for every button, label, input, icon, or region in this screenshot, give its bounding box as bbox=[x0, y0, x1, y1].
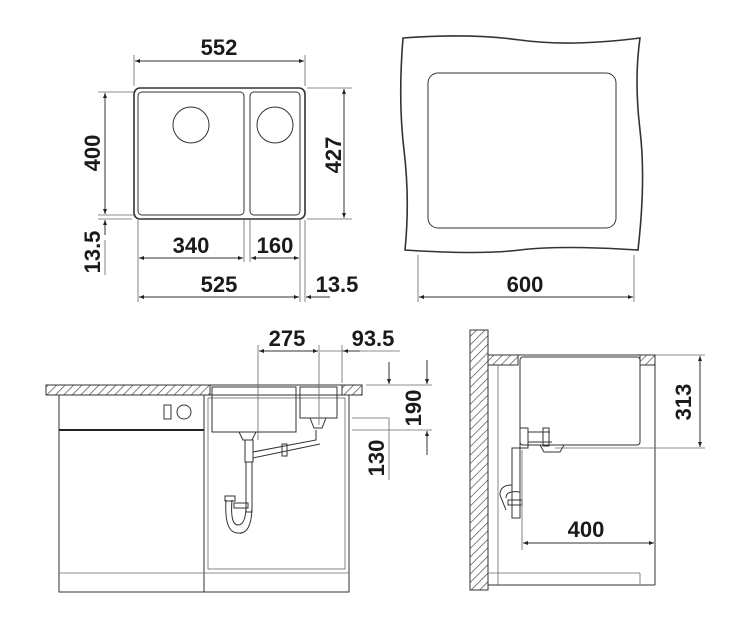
dim-main-drain-offset: 275 bbox=[269, 326, 306, 351]
dim-bowl-depth: 400 bbox=[80, 135, 105, 172]
dim-second-bowl-height: 130 bbox=[364, 440, 389, 477]
dim-offset-front: 13.5 bbox=[80, 231, 105, 274]
countertop-right bbox=[341, 384, 363, 396]
dim-cabinet-width: 600 bbox=[507, 272, 544, 297]
dim-side-height: 313 bbox=[671, 384, 696, 421]
second-bowl-front bbox=[299, 386, 338, 419]
dim-second-bowl-width: 160 bbox=[257, 233, 294, 258]
cutout-opening bbox=[427, 72, 617, 229]
cutout-view: 600 bbox=[399, 35, 644, 302]
dim-offset-right: 13.5 bbox=[316, 272, 359, 297]
top-view: 552 400 427 13.5 340 160 525 13.5 bbox=[80, 35, 358, 302]
control-button-icon bbox=[163, 404, 172, 420]
dim-second-drain-offset: 93.5 bbox=[352, 326, 395, 351]
dim-main-bowl-width: 340 bbox=[173, 233, 210, 258]
main-drain-hole bbox=[172, 106, 210, 144]
sink-cabinet bbox=[203, 394, 350, 593]
side-view: 313 400 bbox=[469, 329, 705, 591]
dim-min-cabinet-depth: 400 bbox=[568, 517, 605, 542]
control-knob-icon bbox=[176, 404, 192, 420]
side-drain-siphon bbox=[499, 427, 565, 519]
drain-siphon bbox=[224, 417, 327, 534]
wall bbox=[469, 329, 489, 591]
sink-outline bbox=[133, 87, 306, 220]
sink-side bbox=[519, 356, 641, 446]
dishwasher-cabinet bbox=[58, 394, 205, 593]
main-bowl bbox=[137, 91, 245, 216]
dim-overall-width: 552 bbox=[201, 35, 238, 60]
second-bowl bbox=[249, 91, 301, 216]
dim-overall-depth: 427 bbox=[321, 137, 346, 174]
front-view: 275 93.5 190 130 bbox=[45, 326, 432, 593]
countertop-outline bbox=[399, 35, 644, 254]
countertop-left bbox=[45, 384, 211, 396]
main-bowl-front bbox=[211, 386, 297, 433]
dim-inner-width: 525 bbox=[201, 272, 238, 297]
second-drain-hole bbox=[256, 106, 294, 144]
dim-bowl-height: 190 bbox=[401, 390, 426, 427]
